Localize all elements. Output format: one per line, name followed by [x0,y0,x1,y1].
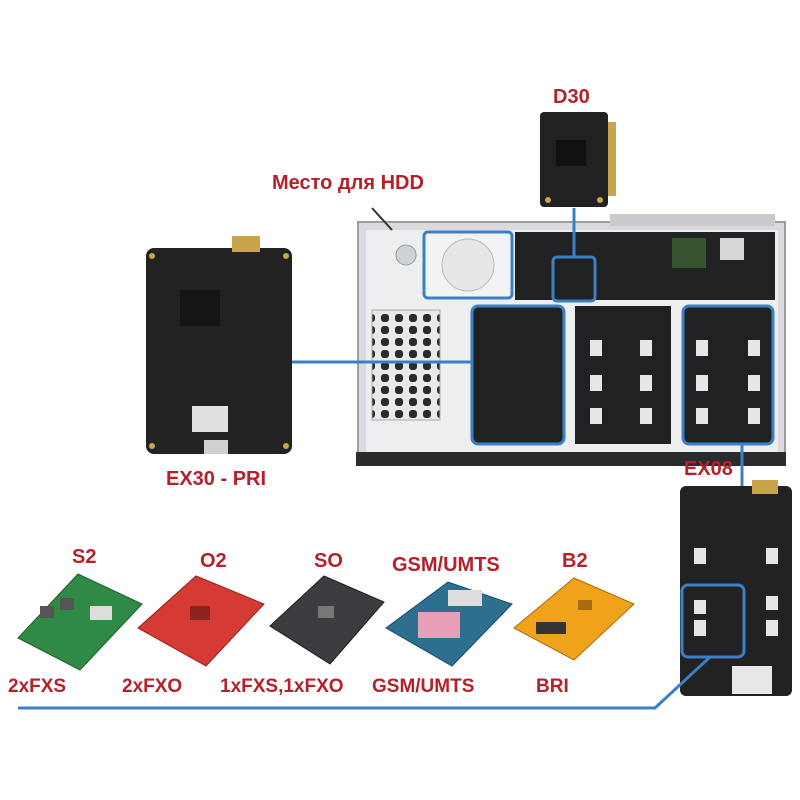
ex08-module-slot [680,583,746,659]
module-caption-o2: 2xFXO [122,676,183,697]
module-gsm-board [385,581,513,667]
d30-label: D30 [553,86,590,108]
module-name-so: SO [314,550,343,572]
module-caption-gsm: GSM/UMTS [372,676,475,697]
module-caption-b2: BRI [536,676,569,697]
ex08-board [680,480,792,696]
ex08-label: EX08 [684,458,733,480]
d30-module [540,112,616,207]
module-b2-board [513,577,635,661]
module-name-b2: B2 [562,550,588,572]
module-caption-s2: 2xFXS [8,676,67,697]
module-o2-board [137,575,265,667]
ex30-label: EX30 - PRI [166,468,267,490]
hdd-slot-label: Место для HDD [272,172,424,194]
ex30-board [146,236,292,454]
module-caption-so: 1xFXS,1xFXO [220,676,344,697]
module-name-o2: O2 [200,550,227,572]
ex30-slot [470,304,566,446]
pbx-chassis [356,214,786,466]
module-name-s2: S2 [72,546,97,568]
psu-grill [371,309,441,421]
connector-lines [18,207,744,710]
module-name-gsm: GSM/UMTS [392,554,500,576]
module-s2-board [17,573,143,671]
module-so-board [269,575,385,665]
